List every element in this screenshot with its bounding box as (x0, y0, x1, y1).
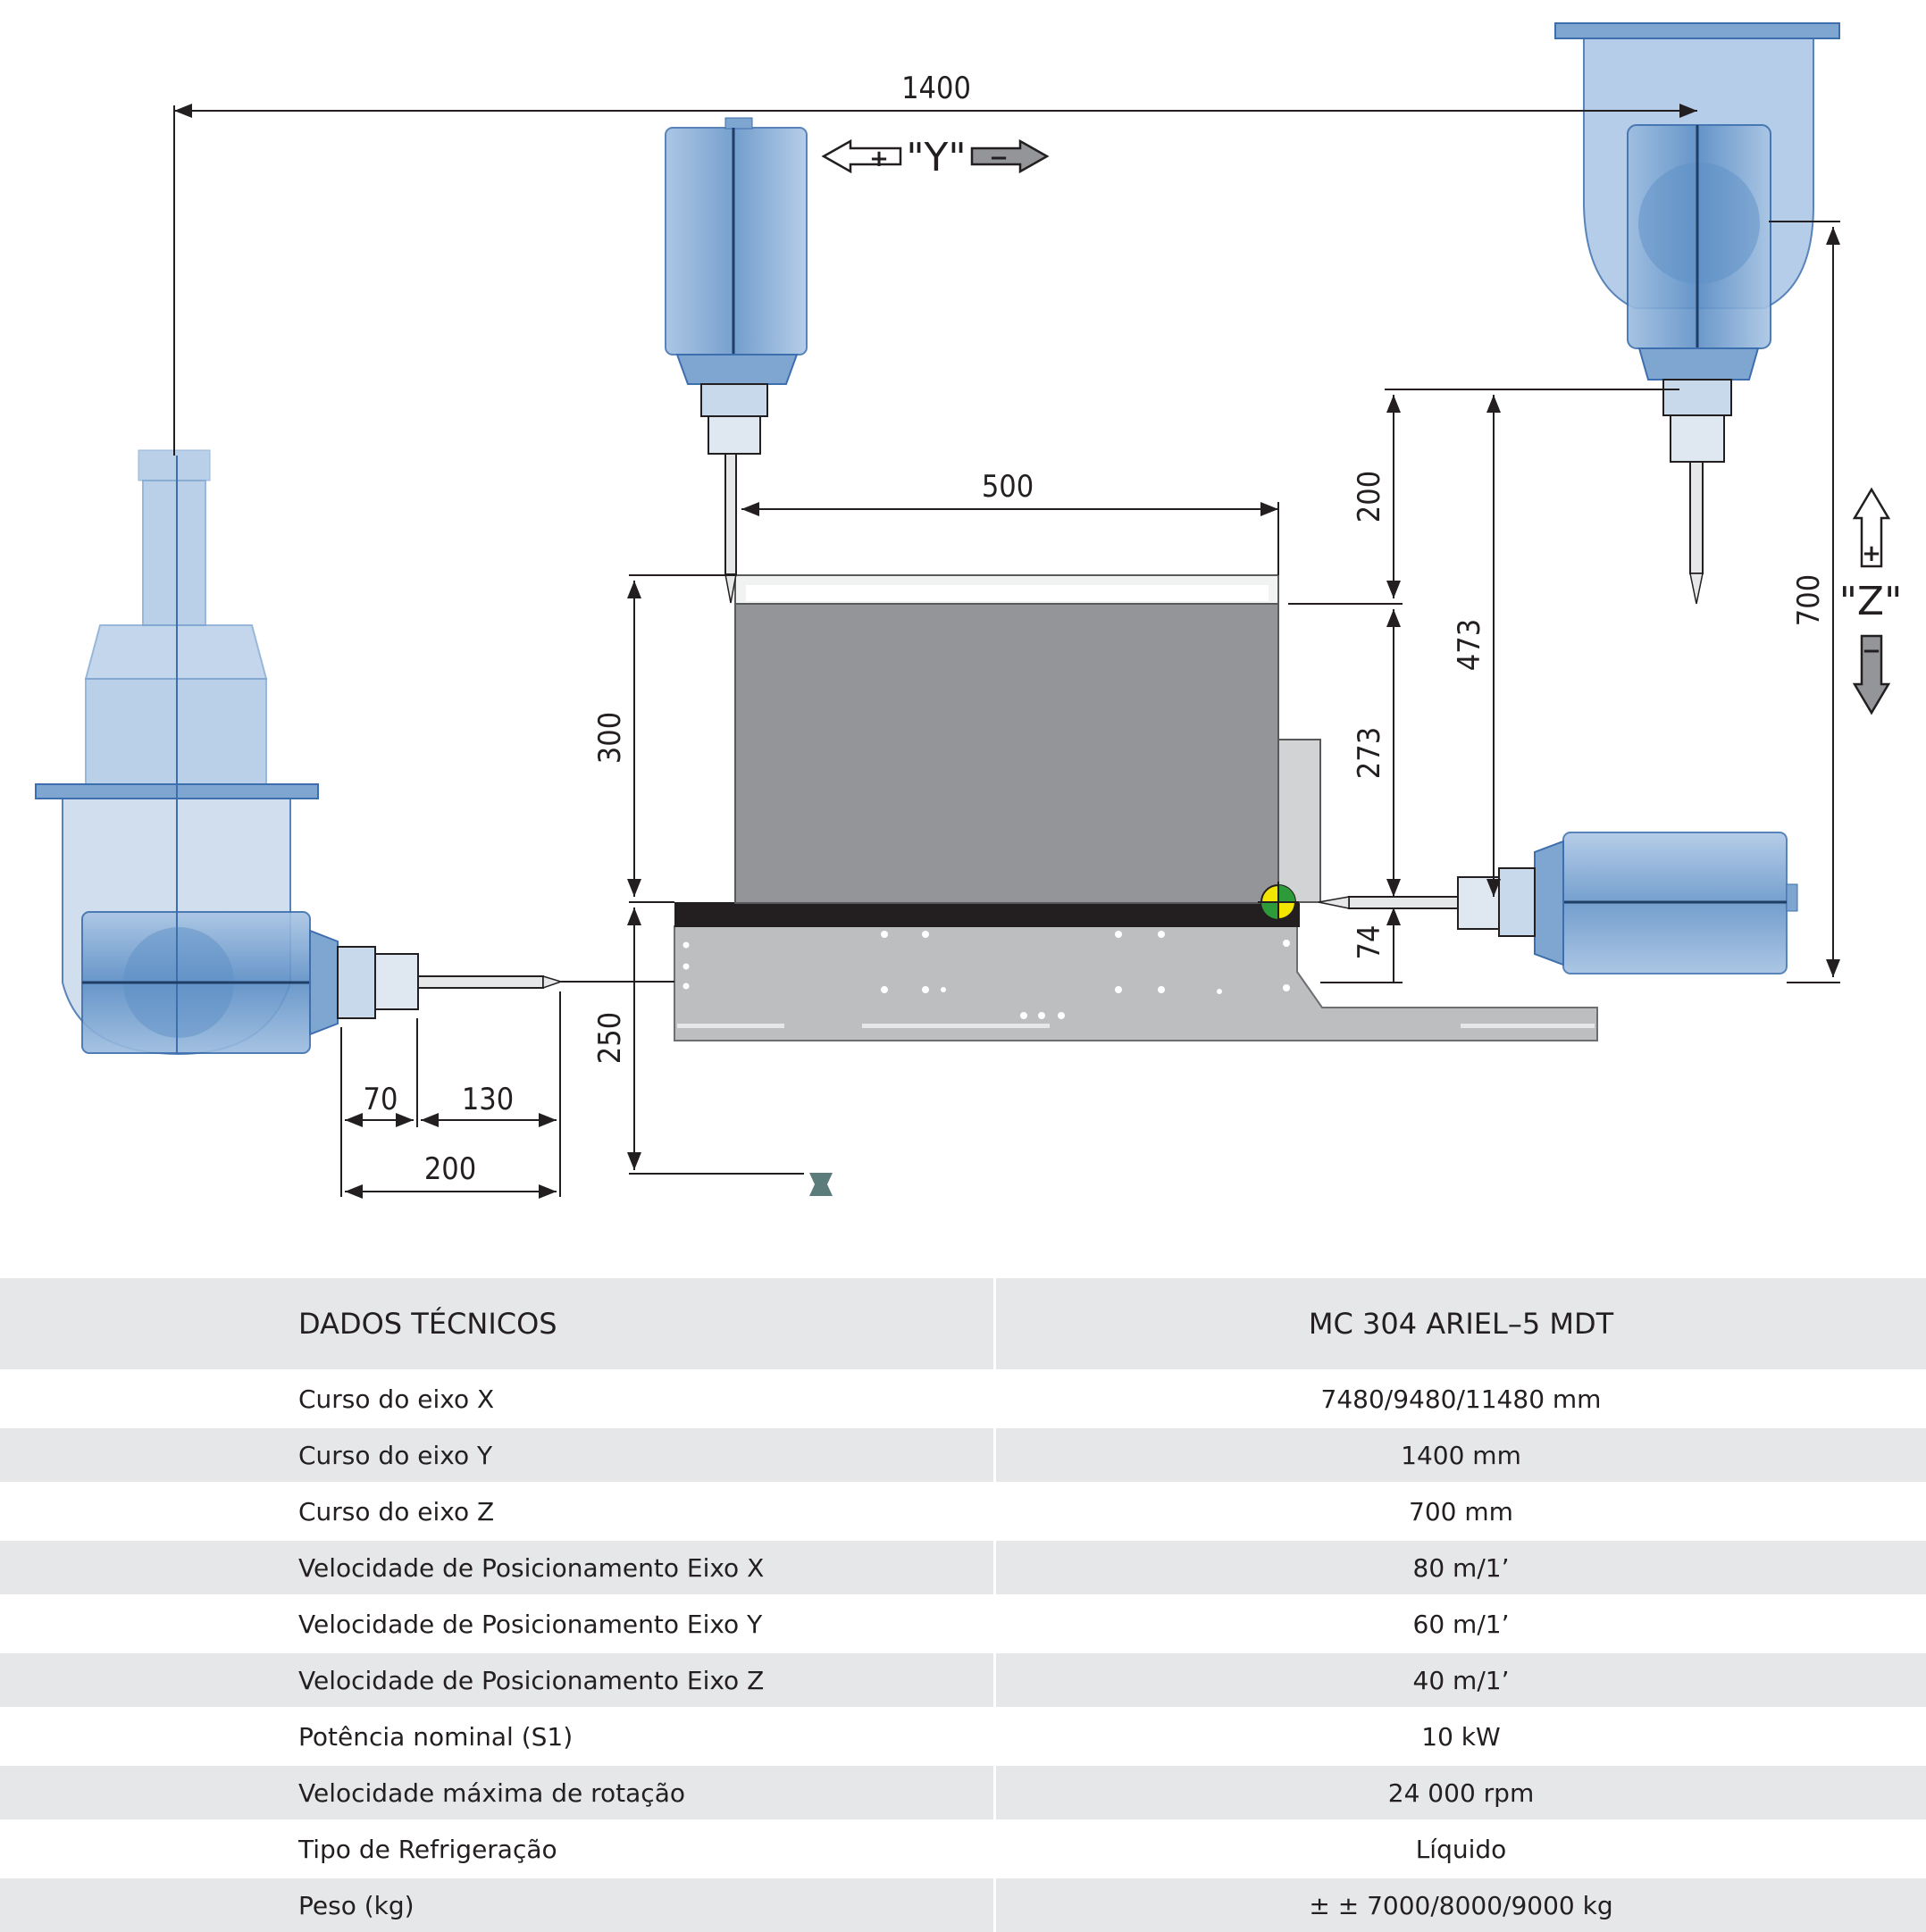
axis-z-plus: + (1862, 540, 1881, 567)
spec-value: Líquido (995, 1821, 1926, 1878)
dim-70: 70 (364, 1082, 398, 1117)
dim-250: 250 (592, 1012, 628, 1064)
spec-value: 60 m/1’ (995, 1596, 1926, 1652)
axis-y-plus: + (869, 146, 889, 172)
spec-value: 40 m/1’ (995, 1652, 1926, 1709)
spec-label: Velocidade de Posicionamento Eixo Y (0, 1596, 995, 1652)
axis-z-minus: − (1862, 638, 1881, 665)
spindle-swivel-head-left (36, 450, 561, 1054)
axis-y-minus: − (989, 145, 1009, 171)
spindle-vertical-center (666, 118, 807, 603)
dim-1400: 1400 (901, 71, 971, 106)
spec-value: 700 mm (995, 1484, 1926, 1540)
table-row: Peso (kg)± ± 7000/8000/9000 kg (0, 1878, 1926, 1932)
dim-200-horizontal: 200 (424, 1151, 476, 1187)
specs-header-label: DADOS TÉCNICOS (0, 1277, 995, 1371)
table-row: Potência nominal (S1)10 kW (0, 1709, 1926, 1765)
dim-473: 473 (1452, 619, 1487, 671)
spec-label: Velocidade de Posicionamento Eixo Z (0, 1652, 995, 1709)
spec-value: 10 kW (995, 1709, 1926, 1765)
spec-value: ± ± 7000/8000/9000 kg (995, 1878, 1926, 1932)
dim-500: 500 (982, 469, 1034, 505)
dim-700: 700 (1791, 574, 1827, 626)
spec-value: 80 m/1’ (995, 1540, 1926, 1596)
dim-200-vertical: 200 (1352, 471, 1387, 523)
dim-74: 74 (1352, 925, 1387, 960)
spec-value: 1400 mm (995, 1427, 1926, 1484)
floor-mark-icon (809, 1173, 833, 1196)
spindle-horizontal-right (1319, 832, 1797, 974)
dim-130: 130 (462, 1082, 514, 1117)
dim-273: 273 (1352, 727, 1387, 779)
spec-label: Potência nominal (S1) (0, 1709, 995, 1765)
workpiece-table (735, 575, 1320, 903)
spec-label: Tipo de Refrigeração (0, 1821, 995, 1878)
specs-header-row: DADOS TÉCNICOS MC 304 ARIEL–5 MDT (0, 1277, 1926, 1371)
spec-label: Curso do eixo Y (0, 1427, 995, 1484)
axis-z-indicator: + "Z" − (1839, 489, 1903, 713)
spec-label: Curso do eixo X (0, 1371, 995, 1427)
technical-drawing: + "Y" − + "Z" − (0, 0, 1926, 1268)
axis-y-indicator: + "Y" − (824, 135, 1047, 180)
specs-header-model: MC 304 ARIEL–5 MDT (995, 1277, 1926, 1371)
dim-300: 300 (592, 712, 628, 764)
spec-label: Curso do eixo Z (0, 1484, 995, 1540)
technical-specs-table: DADOS TÉCNICOS MC 304 ARIEL–5 MDT Curso … (0, 1275, 1926, 1932)
spec-value: 24 000 rpm (995, 1765, 1926, 1821)
spec-label: Velocidade máxima de rotação (0, 1765, 995, 1821)
axis-y-label: "Y" (906, 135, 966, 180)
spec-label: Peso (kg) (0, 1878, 995, 1932)
spec-label: Velocidade de Posicionamento Eixo X (0, 1540, 995, 1596)
spec-value: 7480/9480/11480 mm (995, 1371, 1926, 1427)
axis-z-label: "Z" (1839, 579, 1903, 624)
